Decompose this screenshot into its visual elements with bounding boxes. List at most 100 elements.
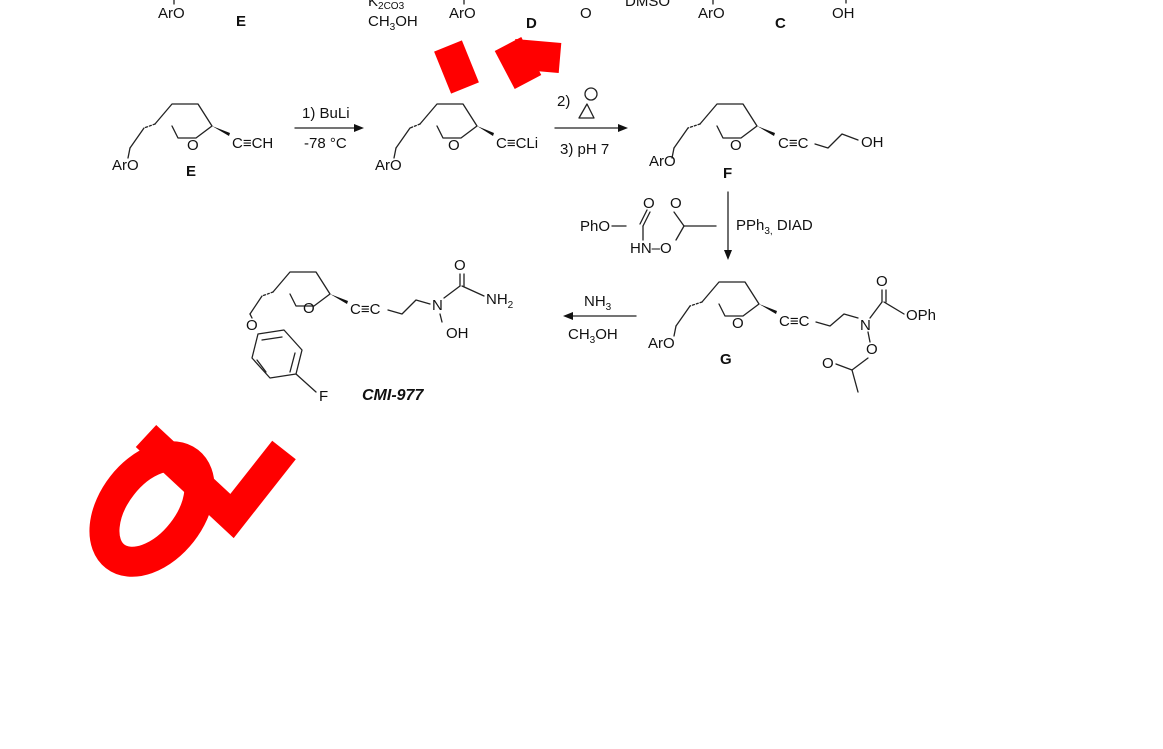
thf-ring-f (699, 103, 758, 139)
hash-bond-li (409, 123, 421, 129)
epoxide-ring (578, 103, 595, 119)
thf-ring-e (154, 103, 213, 139)
step1-reagent: 1) BuLi (302, 105, 350, 122)
chain-f (814, 133, 859, 149)
benzene-db-3 (256, 359, 267, 373)
ch2-bond-g (675, 305, 691, 327)
top-label-c: C (775, 15, 786, 32)
o-bond-e (127, 147, 131, 159)
n-c-bond-cmi (443, 285, 461, 299)
c-f-bond-cmi (295, 373, 317, 393)
arrow-step-2: 2) 3) pH 7 (554, 87, 628, 158)
alkyne-g: C≡C (779, 313, 810, 330)
hash-bond-cmi (261, 291, 274, 297)
ring-o-li: O (448, 137, 460, 154)
n-c-bond-g (869, 301, 883, 319)
hash-bond-f (687, 123, 701, 129)
nh3-reagent: NH3 (584, 293, 612, 313)
alkyne-cmi: C≡C (350, 301, 381, 318)
reagent-o-c (675, 225, 685, 241)
ring-o-g: O (732, 315, 744, 332)
n-o-bond-g (867, 331, 871, 343)
mitsunobu-reagent: PPh3, DIAD (736, 217, 813, 237)
step2-label: 2) (557, 93, 570, 110)
o-link-g: O (866, 341, 878, 358)
epoxide-o-circle (584, 87, 598, 101)
reagent-hydroxylamine: PhO O O HN–O (580, 195, 717, 257)
benzene-db-1 (261, 336, 283, 341)
top-o: O (580, 5, 592, 22)
reagent-hno: HN–O (630, 240, 672, 257)
watermark-stroke-1 (434, 40, 479, 94)
watermark-letter-l (135, 425, 296, 539)
c-nh2-bond-cmi (461, 285, 485, 297)
molecule-g: O C≡C N O OPh O O ArO G (648, 273, 936, 393)
thf-ring-g (701, 281, 760, 317)
alkyne-e: C≡CH (232, 135, 273, 152)
molecule-e: O C≡CH ArO E (112, 103, 273, 180)
c-oph-bond-g (883, 301, 905, 315)
o-bond-cmi (249, 313, 253, 319)
o-c-bond-g (851, 357, 869, 371)
aro-e: ArO (112, 157, 139, 174)
step3-label: 3) pH 7 (560, 141, 609, 158)
step1-temp: -78 °C (304, 135, 347, 152)
top-aro-e: ArO (158, 5, 185, 22)
top-aro-c: ArO (698, 5, 725, 22)
benzene-db-2 (289, 352, 296, 373)
aro-li: ArO (375, 157, 402, 174)
top-row: ArO E K2CO3 CH3OH ArO D O DMSO ArO C OH (158, 0, 855, 33)
n-cmi: N (432, 297, 443, 314)
arrow-head-final (563, 312, 573, 320)
alkyne-li: C≡CLi (496, 135, 538, 152)
top-aro-d: ArO (449, 5, 476, 22)
chain-g (815, 313, 859, 327)
top-dmso: DMSO (625, 0, 670, 10)
arrow-step-final: NH3 CH3OH (563, 293, 637, 346)
reagent-pho: PhO (580, 218, 610, 235)
watermark-stroke-2 (494, 37, 562, 89)
n-g: N (860, 317, 871, 334)
arrow-head-2 (618, 124, 628, 132)
wedge-li (477, 126, 494, 136)
o-acetyl-g: O (822, 355, 834, 372)
hash-bond-g (689, 301, 703, 307)
top-label-d: D (526, 15, 537, 32)
chain-cmi (387, 299, 431, 315)
alkyne-f: C≡C (778, 135, 809, 152)
thf-ring-li (419, 103, 478, 139)
ch2-bond-e (129, 127, 145, 149)
oph-g: OPh (906, 307, 936, 324)
ring-o-cmi: O (303, 300, 315, 317)
ch2-bond-f (673, 127, 689, 149)
molecule-cmi-977: O O C≡C N O NH2 OH F CMI-977 (246, 257, 514, 405)
o-carbonyl-cmi: O (454, 257, 466, 274)
top-oh-c: OH (832, 5, 855, 22)
label-f: F (723, 165, 732, 182)
ring-o-e: O (187, 137, 199, 154)
o-bond-li (393, 147, 397, 159)
label-e: E (186, 163, 196, 180)
top-reagent-k2co3: K2CO3 (368, 0, 405, 12)
arrow-head-1 (354, 124, 364, 132)
ch2-bond-li (395, 127, 411, 149)
reagent-o2: O (670, 195, 682, 212)
o-carbonyl-g: O (876, 273, 888, 290)
acetyl-ch3-g (851, 369, 859, 393)
wedge-e (212, 126, 230, 136)
oh-cmi: OH (446, 325, 469, 342)
ch2-bond-cmi (249, 295, 263, 315)
o-bond-g (673, 325, 677, 337)
reagent-o1: O (643, 195, 655, 212)
reagent-co-1 (642, 211, 651, 227)
reagent-co-1b (639, 209, 648, 225)
thf-ring-cmi (272, 271, 331, 307)
nh2-cmi: NH2 (486, 291, 514, 311)
aro-g: ArO (648, 335, 675, 352)
ring-o-f: O (730, 137, 742, 154)
acetyl-co-g (835, 363, 853, 371)
top-reagent-ch3oh: CH3OH (368, 13, 418, 33)
n-oh-bond-cmi (439, 313, 443, 323)
arrow-step-1: 1) BuLi -78 °C (294, 105, 364, 152)
